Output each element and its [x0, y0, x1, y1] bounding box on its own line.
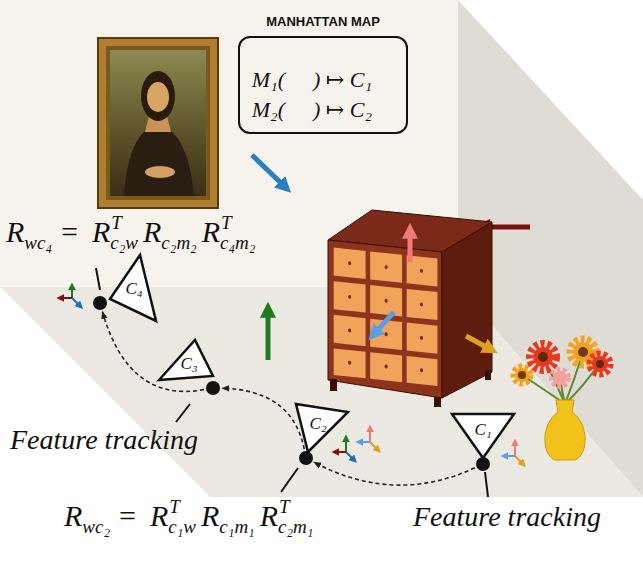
equation-term: R — [201, 499, 219, 532]
equation-term: R — [6, 215, 24, 248]
equation-term: c₁w — [168, 516, 196, 537]
camera-center — [476, 457, 490, 471]
equation: Rwc₄=Rc₂wTRc₂m₂Rc₄m₂T — [6, 212, 255, 254]
camera-symbol — [92, 249, 158, 303]
equation-term: T — [221, 212, 232, 233]
leader-lines — [96, 268, 488, 497]
equation-term: c₁m₁ — [219, 516, 254, 537]
equation-term: wc₂ — [82, 516, 110, 537]
camera-node: C₁ — [448, 410, 518, 464]
camera-center — [299, 451, 313, 465]
equation-term: T — [279, 496, 290, 517]
camera-frustum — [452, 414, 514, 458]
equation-term: T — [169, 496, 180, 517]
equation: Rwc₂=Rc₁wTRc₁m₁Rc₂m₁T — [64, 496, 313, 538]
equation-term: = — [61, 215, 78, 248]
flower-vase — [515, 342, 608, 460]
equation-term: c₂m₂ — [161, 232, 196, 253]
camera-center — [93, 296, 107, 310]
camera-label: C₁ — [474, 420, 491, 440]
equation-term: c₂m₁ — [278, 516, 313, 537]
camera-label: C₄ — [125, 279, 142, 299]
camera-node: C₄ — [92, 249, 158, 303]
annotation: Feature tracking — [413, 501, 601, 533]
camera-frustum — [159, 340, 213, 380]
annotation: Feature tracking — [10, 424, 198, 456]
floor — [0, 287, 643, 497]
camera-node: C₃ — [155, 336, 215, 388]
annotation-text: Feature tracking — [10, 424, 198, 455]
map-entry: M₂( — [252, 97, 285, 123]
camera-node: C₂ — [290, 398, 352, 458]
camera-label: C₃ — [180, 354, 197, 374]
camera-label: C₂ — [309, 414, 326, 434]
mona-lisa-painting — [98, 38, 218, 208]
equation-term: R — [64, 499, 82, 532]
room — [0, 0, 643, 497]
equation-term: R — [260, 499, 278, 532]
map-entry: ) ↦ C₁ — [313, 67, 372, 93]
equation-term: c₄m₂ — [220, 232, 255, 253]
tracking-arrow — [314, 462, 475, 485]
equation-term: c₂w — [110, 232, 138, 253]
tracking-arrow — [222, 388, 304, 449]
equation-term: R — [150, 499, 168, 532]
equation-term: T — [111, 212, 122, 233]
equation-term: R — [143, 215, 161, 248]
equation-term: wc₄ — [24, 232, 52, 253]
map-entry: ) ↦ C₂ — [313, 97, 372, 123]
camera-frustum — [110, 255, 156, 321]
dresser — [328, 210, 492, 407]
camera-center — [206, 381, 220, 395]
equation-term: = — [119, 499, 136, 532]
annotation-text: Feature tracking — [413, 501, 601, 532]
map-entry: M₁( — [252, 67, 285, 93]
equation-term: R — [202, 215, 220, 248]
equation-term: R — [92, 215, 110, 248]
camera-frustum — [296, 404, 348, 452]
map-heading: MANHATTAN MAP — [266, 14, 380, 29]
map-box: MANHATTAN MAP M₁( ) ↦ C₁ M₂( ) ↦ C₂ — [238, 12, 408, 134]
